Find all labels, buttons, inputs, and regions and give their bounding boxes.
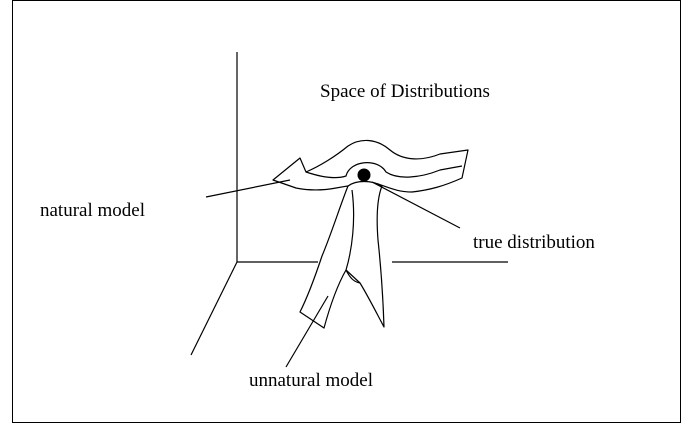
natural-model-label: natural model <box>40 200 145 221</box>
depth-axis <box>190 261 238 356</box>
true-distribution-leader <box>371 181 461 229</box>
natural-model-surface <box>272 139 469 193</box>
unnatural-model-leader <box>285 295 329 368</box>
natural-model-leader <box>205 179 291 198</box>
axes <box>190 52 508 356</box>
true-distribution-label: true distribution <box>473 232 595 253</box>
true-distribution-point <box>357 168 371 182</box>
unnatural-model-surface <box>299 180 385 329</box>
diagram-title: Space of Distributions <box>320 81 490 102</box>
unnatural-model-label: unnatural model <box>249 370 373 391</box>
